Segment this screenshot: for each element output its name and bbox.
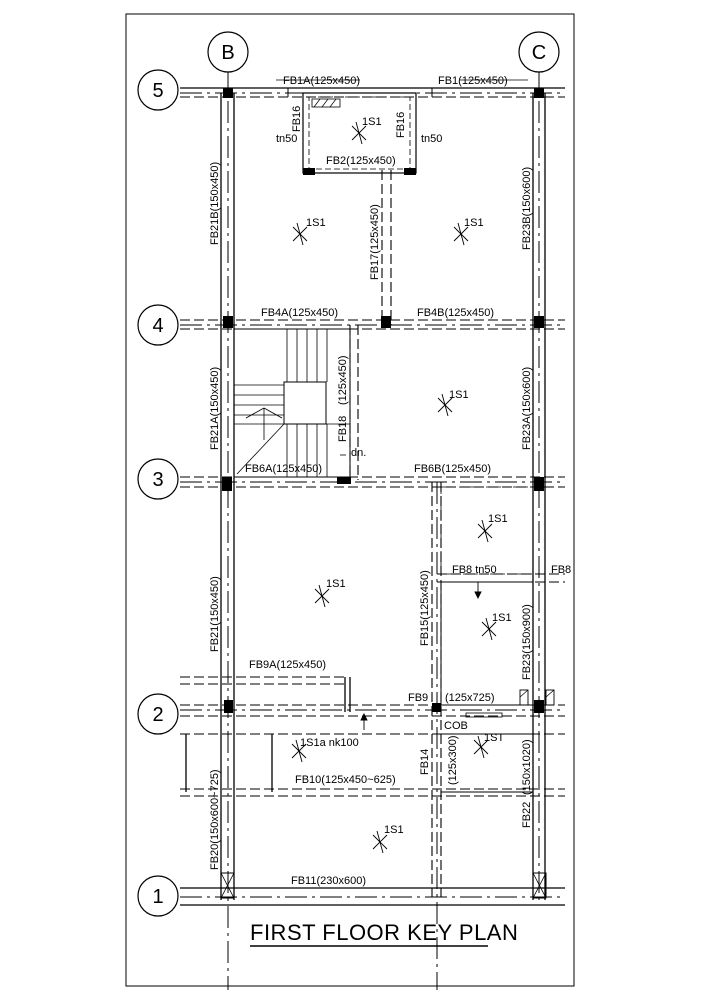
grid-label-5: 5 (152, 80, 163, 102)
label-fb8-tn50: FB8 tn50 (452, 564, 497, 576)
slab-label-right-mid: 1S1 (492, 612, 512, 624)
label-fb18-size: (125x450) (337, 355, 349, 405)
beam-labels: FB1A(125x450) FB1(125x450) FB16 FB16 tn5… (209, 75, 571, 887)
label-tn50-right: tn50 (421, 133, 442, 145)
label-fb9a: FB9A(125x450) (249, 659, 326, 671)
top-opening (276, 79, 528, 174)
grid-label-2: 2 (152, 704, 163, 726)
label-fb23a: FB23A(150x600) (521, 367, 533, 450)
label-fb1a: FB1A(125x450) (283, 75, 360, 87)
beam-lines (180, 87, 565, 906)
grid-label-4: 4 (152, 315, 163, 337)
label-fb17: FB17(125x450) (369, 204, 381, 280)
grid-bubble-2: 2 (137, 693, 179, 735)
label-fb6a: FB6A(125x450) (245, 463, 322, 475)
label-fb14-size: (125x300) (447, 735, 459, 785)
label-fb20: FB20(150x600~725) (209, 769, 221, 870)
staircase (233, 328, 351, 478)
label-fb2: FB2(125x450) (326, 155, 396, 167)
label-fb1: FB1(125x450) (438, 75, 508, 87)
slab-labels: 1S1 1S1 1S1 1S1 1S1 1S1 1S1 1ST 1S1 (306, 116, 512, 836)
label-cob: COB (444, 720, 468, 732)
label-1s1a-nk100: 1S1a nk100 (300, 737, 359, 749)
grid-bubble-4: 4 (137, 304, 179, 346)
label-fb10: FB10(125x450~625) (295, 774, 396, 786)
slab-label-top: 1S1 (362, 116, 382, 128)
label-dn: dn. (351, 447, 366, 459)
label-fb15: FB15(125x450) (419, 570, 431, 646)
direction-arrows (360, 582, 482, 730)
label-fb9: FB9 (408, 692, 428, 704)
label-fb21a: FB21A(150x450) (209, 367, 221, 450)
grid-label-1: 1 (152, 886, 163, 908)
plan-title: FIRST FLOOR KEY PLAN (250, 920, 518, 945)
label-fb16-left: FB16 (291, 106, 303, 132)
slab-label-upper-left: 1S1 (306, 217, 326, 229)
label-fb4b: FB4B(125x450) (417, 307, 494, 319)
columns (222, 88, 544, 713)
grid-bubble-b: B (207, 31, 249, 73)
label-fb21b: FB21B(150x450) (209, 162, 221, 245)
slab-label-bottom: 1S1 (384, 824, 404, 836)
label-fb22: FB22 (521, 802, 533, 828)
label-fb16-right: FB16 (395, 112, 407, 138)
label-fb23: FB23(150x900) (521, 604, 533, 680)
grid-label-3: 3 (152, 469, 163, 491)
grid-bubble-1: 1 (137, 875, 179, 917)
label-fb21: FB21(150x450) (209, 576, 221, 652)
label-fb18: FB18 (337, 416, 349, 442)
column-bases-row-1 (220, 872, 547, 899)
label-fb22-size: (150x1020) (521, 739, 533, 795)
slab-marks (291, 121, 497, 854)
label-fb6b: FB6B(125x450) (414, 463, 491, 475)
label-fb8: FB8 (551, 564, 571, 576)
label-fb14: FB14 (419, 749, 431, 775)
grid-label-b: B (221, 42, 234, 64)
slab-label-middle: 1S1 (449, 389, 469, 401)
grid-bubble-c: C (518, 31, 560, 73)
grid-label-c: C (532, 42, 546, 64)
label-fb9-size: (125x725) (445, 692, 495, 704)
label-tn50-left: tn50 (276, 133, 297, 145)
label-fb23b: FB23B(150x600) (521, 167, 533, 250)
label-fb11: FB11(230x600) (291, 875, 366, 887)
grid-bubble-5: 5 (137, 69, 179, 111)
right-rooms (440, 486, 555, 793)
slab-label-upper-right: 1S1 (464, 217, 484, 229)
sheet-border (125, 13, 575, 987)
slab-label-st: 1ST (484, 732, 504, 744)
grid-bubble-3: 3 (137, 458, 179, 500)
slab-label-right-small: 1S1 (488, 513, 508, 525)
slab-label-left-large: 1S1 (326, 578, 346, 590)
label-fb4a: FB4A(125x450) (261, 307, 338, 319)
